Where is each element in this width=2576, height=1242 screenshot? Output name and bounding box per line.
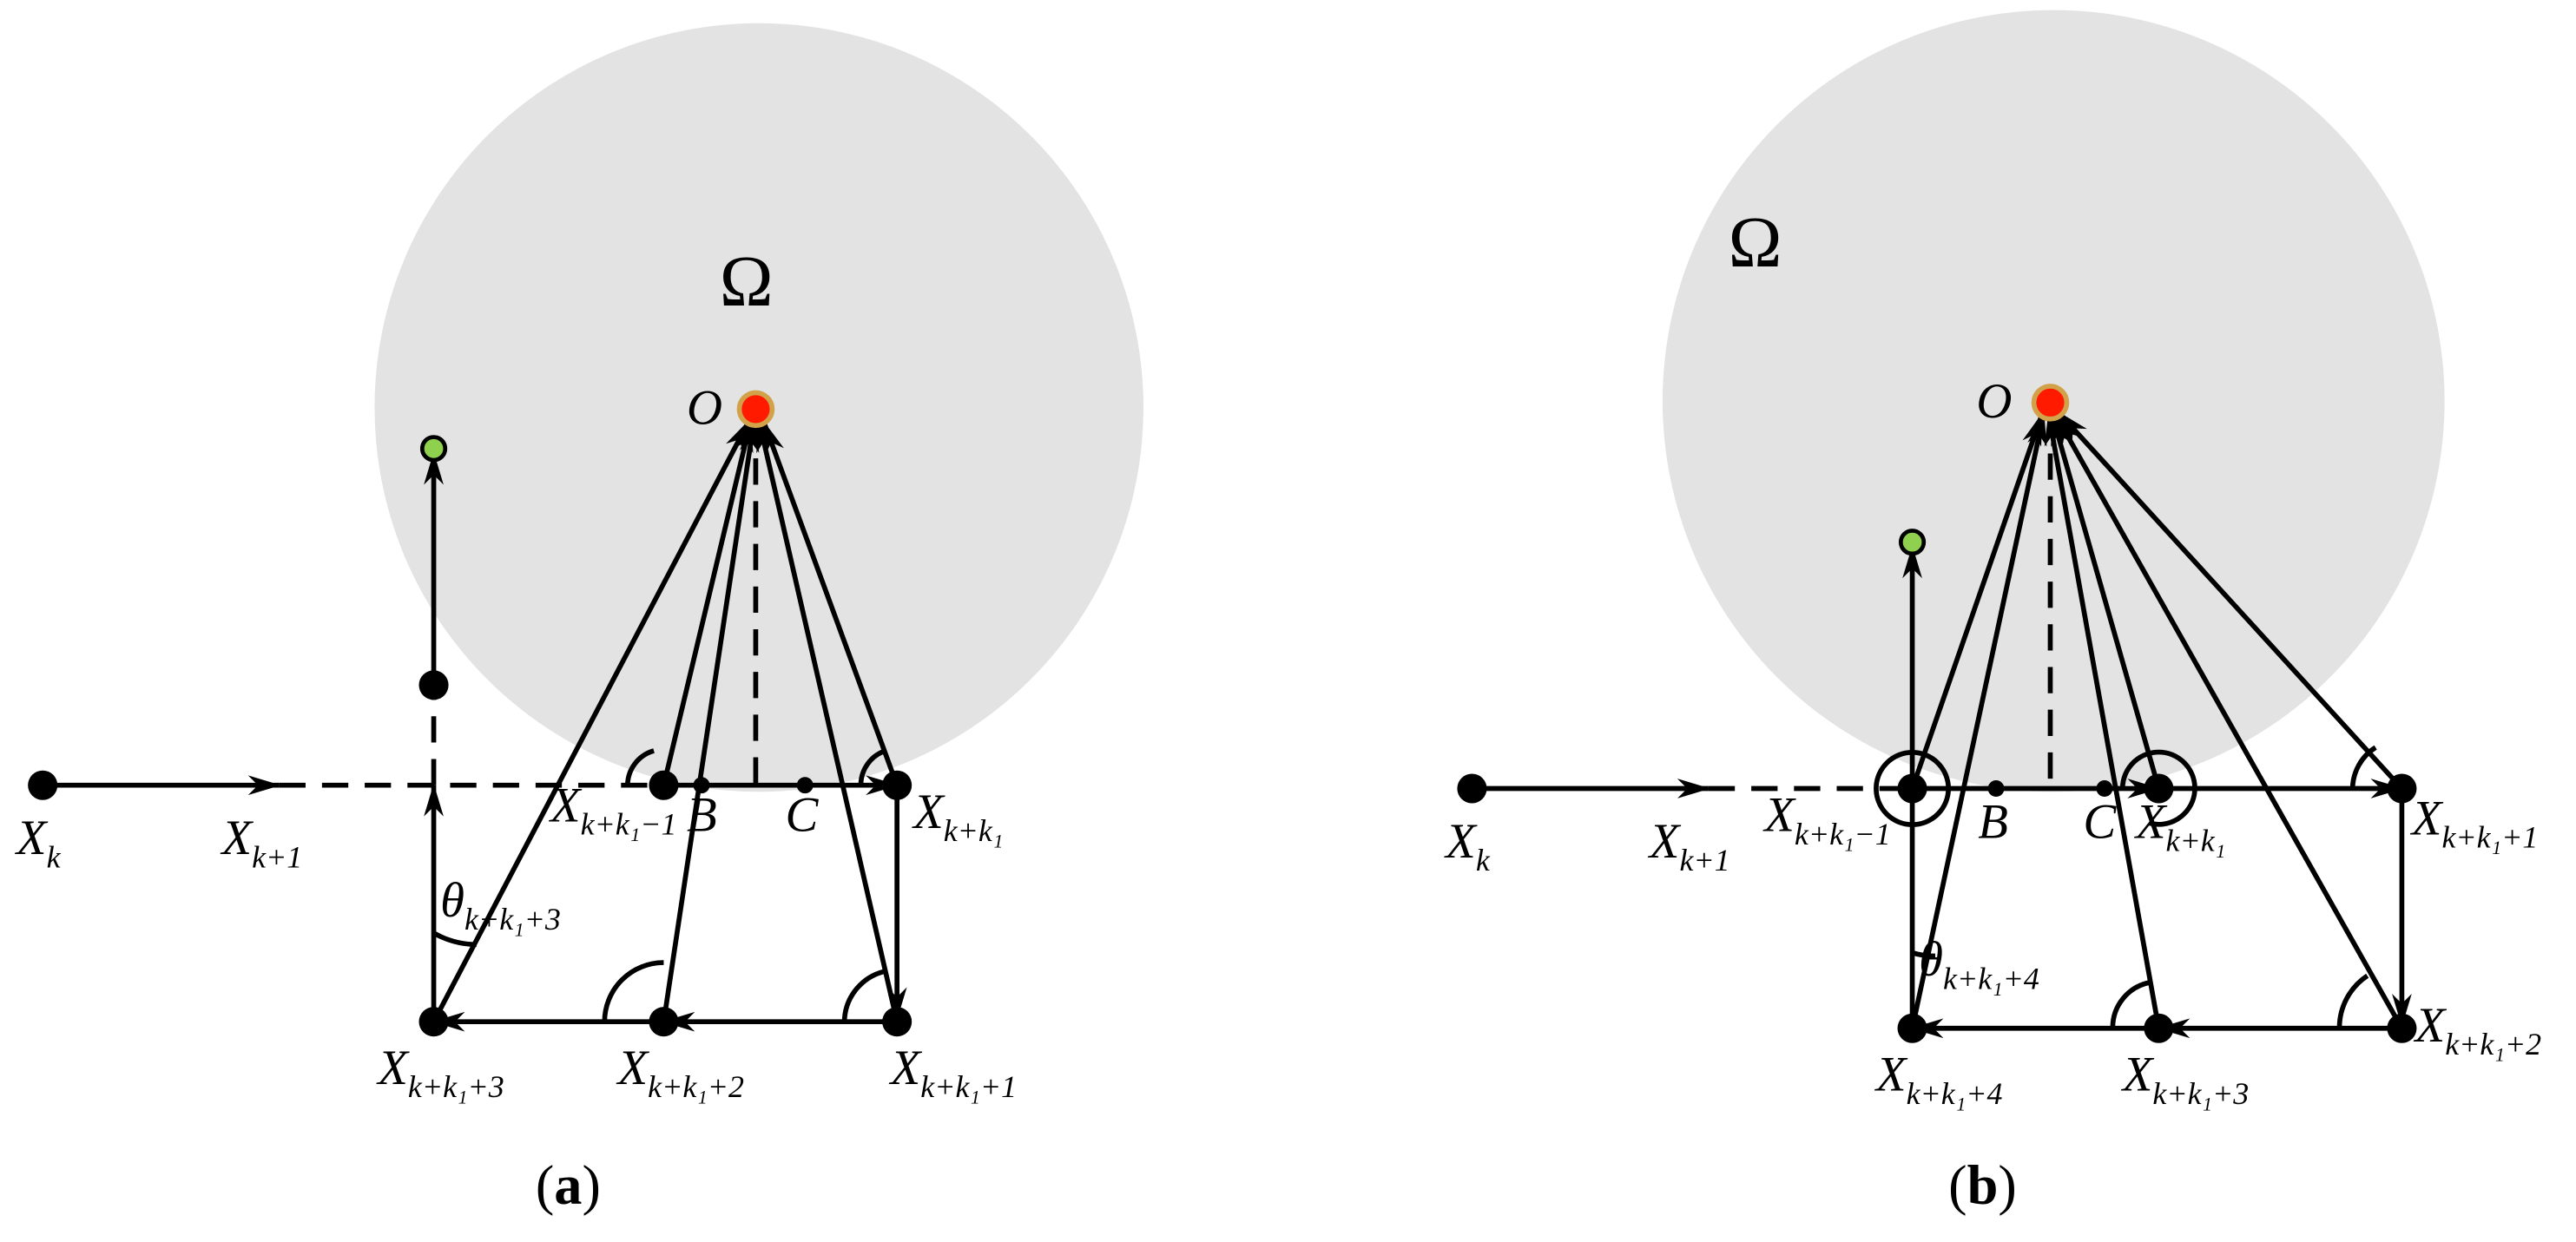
- ray-to-target: [2052, 412, 2404, 1030]
- label-xkk1p2: Xk+k₁+2: [616, 1041, 744, 1104]
- angle-arc: [858, 748, 886, 785]
- ray-to-target: [1909, 412, 2047, 1029]
- ray-to-target: [2044, 412, 2162, 1029]
- label-xkk1p4: Xk+k₁+4: [1874, 1048, 2003, 1111]
- panel-caption: (a): [536, 1154, 601, 1216]
- label-xkk1: Xk+k₁: [912, 785, 1003, 848]
- angle-arc: [602, 960, 664, 1022]
- panel-caption: (b): [1948, 1154, 2017, 1216]
- node-waypoint: [418, 670, 449, 700]
- angle-arc-theta: [432, 930, 477, 948]
- node-xkk1p2: [649, 1007, 679, 1037]
- node-xkk1p2: [2387, 1013, 2417, 1043]
- label-xkk1m1: Xk+k₁−1: [549, 778, 677, 841]
- label-xkk1p2: Xk+k₁+2: [2414, 998, 2542, 1061]
- label-xkk1: Xk+k₁: [2134, 794, 2225, 858]
- target-label: O: [687, 380, 722, 435]
- label-c: C: [785, 788, 819, 843]
- region-label: Ω: [1729, 203, 1782, 283]
- label-theta: θk+k₁+3: [440, 873, 561, 936]
- angle-arc: [2349, 745, 2377, 789]
- node-xkk1p1: [882, 1007, 912, 1037]
- node-xkk1: [882, 770, 912, 800]
- angle-arc: [841, 968, 888, 1022]
- ray-to-target: [432, 418, 752, 1023]
- node-xkk1m1: [649, 770, 679, 800]
- label-b: B: [687, 788, 717, 843]
- node-xkk1p1: [2387, 773, 2417, 804]
- node-b: [1987, 780, 2005, 797]
- panel-b: Ω: [1444, 10, 2542, 1216]
- target-o: [736, 390, 775, 429]
- label-xk1: Xk+1: [1648, 814, 1730, 877]
- ray-to-target: [1909, 412, 2045, 790]
- node-xkk1p3: [418, 1007, 449, 1037]
- node-b: [693, 777, 710, 794]
- target-o: [2031, 384, 2070, 422]
- angle-arc: [1874, 750, 1952, 827]
- angle-arc: [2119, 749, 2197, 827]
- label-xk1: Xk+1: [220, 811, 302, 874]
- label-xkk1p1: Xk+k₁+1: [889, 1041, 1018, 1104]
- angle-arc: [2110, 979, 2151, 1028]
- start-point: [419, 435, 448, 463]
- start-point: [1898, 529, 1927, 556]
- node-xk: [1457, 773, 1487, 804]
- ray-to-target: [661, 418, 760, 1022]
- target-label: O: [1976, 374, 2012, 429]
- ray-to-target: [661, 418, 754, 786]
- label-xkk1p3: Xk+k₁+3: [2121, 1048, 2250, 1111]
- ray-to-target: [2049, 412, 2162, 790]
- node-xkk1p4: [1897, 1013, 1927, 1043]
- ray-to-target: [756, 418, 899, 1022]
- node-xkk1: [2144, 773, 2174, 804]
- ray-to-target: [761, 420, 899, 786]
- node-xkk1m1: [1897, 773, 1927, 804]
- label-theta: θk+k₁+4: [1919, 932, 2039, 996]
- label-c: C: [2083, 794, 2117, 849]
- node-c: [2096, 780, 2113, 797]
- angle-arc: [2336, 973, 2369, 1028]
- label-xk: Xk: [15, 811, 62, 874]
- label-b: B: [1978, 794, 2008, 849]
- label-xkk1p1: Xk+k₁+1: [2410, 791, 2539, 854]
- label-xkk1m1: Xk+k₁−1: [1762, 788, 1891, 851]
- label-xkk1p3: Xk+k₁+3: [376, 1041, 504, 1104]
- angle-arc-theta: [1911, 950, 1936, 959]
- label-xk: Xk: [1444, 814, 1491, 877]
- ray-to-target: [2056, 411, 2404, 791]
- panel-a: Ω: [15, 23, 1143, 1216]
- region-label: Ω: [720, 242, 774, 322]
- node-c: [796, 777, 814, 794]
- node-xk: [28, 770, 58, 800]
- node-xkk1p3: [2144, 1013, 2174, 1043]
- angle-arc: [624, 748, 656, 785]
